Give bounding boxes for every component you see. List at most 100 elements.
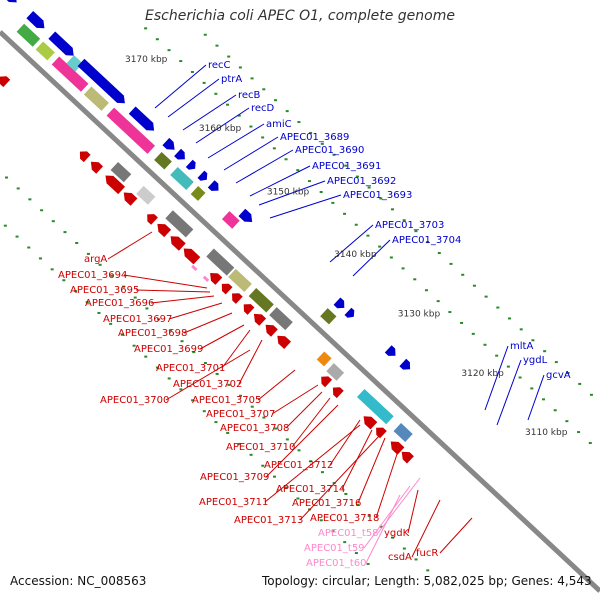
cog-block	[154, 151, 172, 170]
reverse-gene-label: APEC01_3697	[103, 314, 172, 325]
reverse-gene-label: csdA	[388, 552, 412, 563]
ring-dot	[203, 362, 207, 365]
ring-dot	[471, 332, 475, 335]
forward-label-leader	[484, 345, 509, 411]
ring-dot	[414, 230, 418, 233]
reverse-gene-label: APEC01_3701	[156, 363, 225, 374]
reverse-gene-label: APEC01_3702	[173, 379, 242, 390]
reverse-gene-label: APEC01_3711	[199, 497, 268, 508]
ring-dot	[309, 460, 313, 463]
ring-dot	[179, 388, 183, 391]
reverse-label-leader	[299, 434, 381, 521]
ring-dot	[519, 328, 523, 331]
ring-dot	[565, 420, 569, 423]
ring-dot	[50, 268, 54, 271]
ring-dot	[250, 77, 254, 80]
forward-gene-label: recC	[208, 60, 231, 71]
forward-gene-arrow	[26, 11, 45, 29]
reverse-label-leader	[439, 517, 473, 554]
forward-gene-label: recB	[238, 90, 261, 101]
ring-dot	[554, 361, 558, 364]
forward-label-leader	[223, 136, 279, 171]
ring-dot	[402, 219, 406, 222]
ring-dot	[309, 131, 313, 134]
ring-dot	[237, 442, 241, 445]
forward-gene-label: recD	[251, 103, 275, 114]
ring-dot	[355, 175, 359, 178]
ring-dot	[285, 110, 289, 113]
forward-gene-label: ygdL	[523, 355, 548, 366]
forward-label-leader	[258, 180, 326, 206]
ring-dot	[191, 399, 195, 402]
cog-block	[136, 185, 156, 205]
ring-dot	[424, 289, 428, 292]
reverse-label-leader	[199, 324, 245, 350]
ring-dot	[27, 246, 31, 249]
trna-label: APEC01_t59	[304, 543, 365, 554]
ring-dot	[296, 497, 300, 500]
cog-block	[66, 55, 83, 72]
ring-dot	[366, 234, 370, 237]
ring-dot	[214, 421, 218, 424]
ring-dot	[40, 209, 44, 212]
reverse-label-leader	[150, 295, 215, 304]
gene-arrows	[0, 0, 414, 464]
ring-dot	[249, 453, 253, 456]
ring-dot	[437, 251, 441, 254]
reverse-gene-arrow	[277, 335, 291, 349]
cog-block	[393, 423, 413, 443]
reverse-gene-arrow	[332, 387, 344, 399]
reverse-gene-label: APEC01_3713	[234, 515, 303, 526]
ring-dot	[155, 38, 159, 41]
ring-dot	[297, 121, 301, 124]
ring-dot	[132, 344, 136, 347]
ring-dot	[249, 125, 253, 128]
forward-gene-label: APEC01_3704	[392, 235, 461, 246]
ring-dot	[344, 492, 348, 495]
reverse-label-leader	[221, 329, 251, 369]
reverse-label-leader	[107, 231, 153, 260]
ring-dot	[214, 92, 218, 95]
reverse-gene-label: ygdK	[384, 528, 410, 539]
cog-block	[206, 248, 235, 276]
reverse-gene-label: APEC01_3712	[264, 460, 333, 471]
cog-block	[170, 166, 194, 190]
trna-label: APEC01_t58	[318, 528, 379, 539]
ring-dot	[155, 366, 159, 369]
kbp-tick-label: 3170 kbp	[125, 55, 168, 65]
cog-block	[106, 107, 156, 154]
cog-block	[269, 307, 293, 331]
ring-dot	[274, 427, 278, 430]
ring-dot	[98, 263, 102, 266]
forward-gene-arrow	[197, 170, 208, 181]
ring-dot	[179, 60, 183, 63]
reverse-label-leader	[183, 312, 233, 334]
forward-label-leader	[167, 78, 220, 118]
ring-dot	[541, 398, 545, 401]
cog-blocks	[16, 23, 413, 443]
reverse-gene-arrow	[363, 416, 378, 430]
forward-gene-arrow	[128, 106, 155, 131]
reverse-gene-arrow	[170, 236, 186, 251]
forward-gene-label: APEC01_3691	[312, 161, 381, 172]
ring-dot	[144, 27, 148, 30]
ring-dot	[190, 70, 194, 73]
forward-gene-label: gcvA	[546, 370, 571, 381]
reverse-gene-arrow	[376, 427, 387, 439]
ring-dot	[28, 198, 32, 201]
cog-block	[221, 211, 240, 229]
label-leaders	[107, 64, 545, 564]
cog-block	[316, 351, 332, 367]
ring-dot	[250, 405, 254, 408]
cog-block	[320, 308, 337, 325]
forward-label-leader	[329, 224, 374, 263]
gene-labels: recCptrArecBrecDamiCAPEC01_3689APEC01_36…	[58, 60, 571, 569]
reverse-gene-label: APEC01_3705	[192, 395, 261, 406]
ring-dot	[284, 158, 288, 161]
ring-dot	[97, 311, 101, 314]
forward-gene-arrow	[174, 148, 185, 160]
ring-dot	[379, 525, 383, 528]
ring-dot	[577, 431, 581, 434]
forward-gene-arrow	[162, 137, 175, 150]
